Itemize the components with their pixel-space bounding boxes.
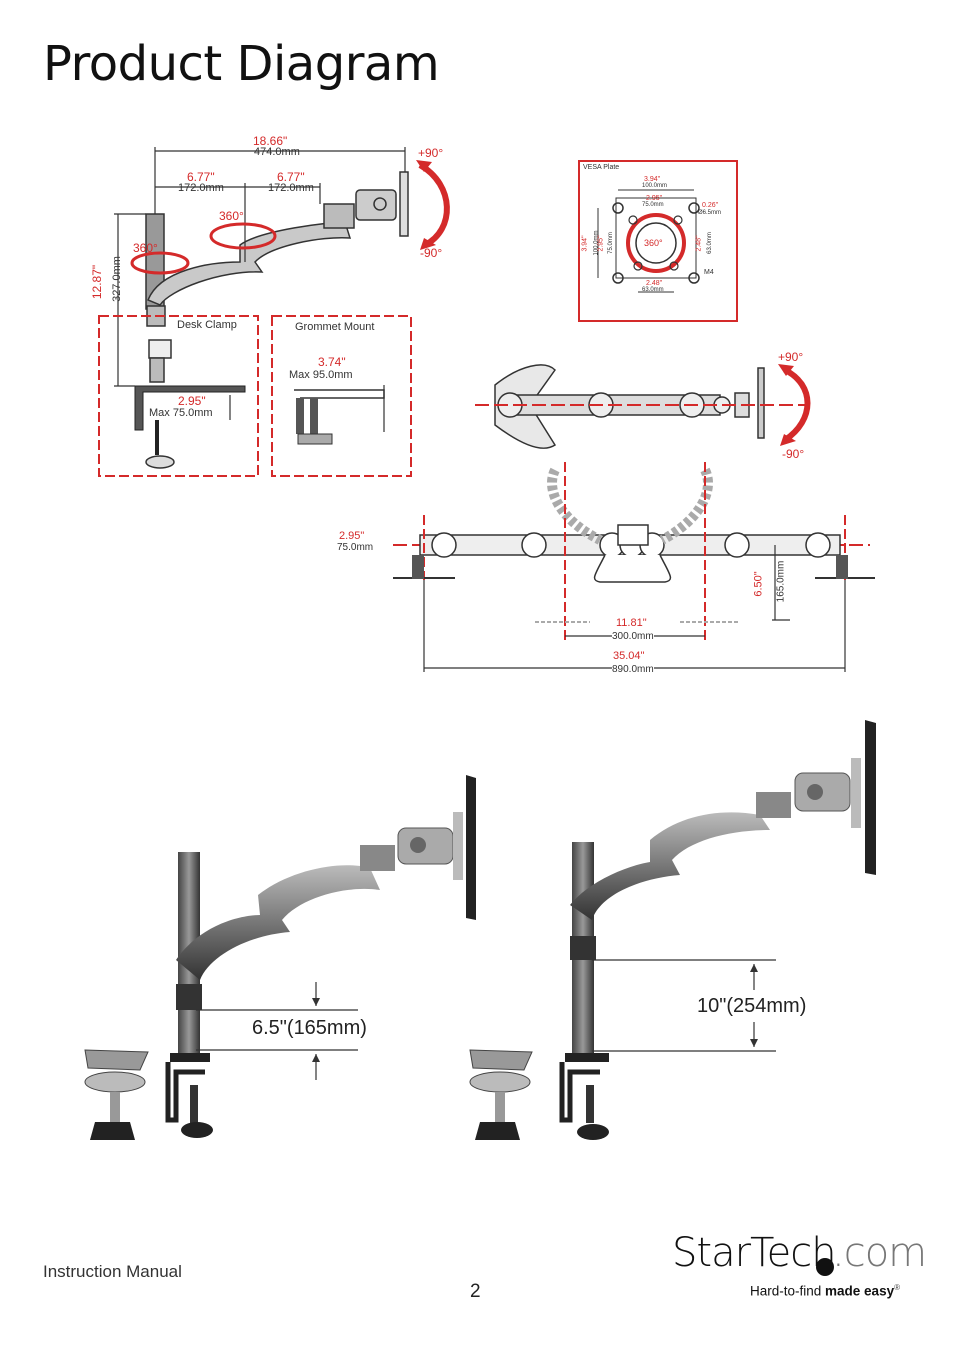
tilt-down-label: -90° bbox=[420, 246, 443, 260]
logo-tagline: Hard-to-find made easy® bbox=[750, 1283, 900, 1299]
logo-tagline-bold: made easy bbox=[825, 1283, 895, 1299]
vesa-plate-drawing bbox=[597, 189, 700, 293]
render-left bbox=[84, 775, 476, 1140]
vesa-inner-in: 2.95" bbox=[646, 195, 663, 202]
dim-arm1-in: 6.77" bbox=[187, 170, 215, 184]
page-number: 2 bbox=[470, 1281, 481, 1302]
topview-depth-in: 6.50" bbox=[752, 571, 765, 597]
grommet-max: Max 95.0mm bbox=[289, 369, 353, 381]
side-tilt-up: +90° bbox=[778, 350, 804, 364]
logo-dot-icon bbox=[816, 1258, 834, 1276]
render-left-height-label: 6.5"(165mm) bbox=[252, 1017, 367, 1039]
vesa-top-in: 3.94" bbox=[644, 176, 661, 183]
desk-clamp-label: Desk Clamp bbox=[177, 319, 237, 331]
desk-clamp-in: 2.95" bbox=[178, 394, 206, 408]
dim-arm1-mm: 172.0mm bbox=[178, 182, 224, 194]
logo-brand: StarTech bbox=[672, 1230, 837, 1276]
topview-clamp-mm: 75.0mm bbox=[337, 542, 374, 553]
desk-clamp-max: Max 75.0mm bbox=[149, 407, 213, 419]
vesa-inner-mm: 75.0mm bbox=[642, 202, 664, 208]
registered-mark: ® bbox=[894, 1283, 900, 1292]
topview-total-in: 35.04" bbox=[613, 650, 645, 662]
render-right-height-label: 10"(254mm) bbox=[697, 995, 807, 1017]
page-title: Product Diagram bbox=[43, 36, 440, 92]
grommet-label: Grommet Mount bbox=[295, 321, 375, 333]
topview-depth-mm: 165.0mm bbox=[775, 560, 787, 603]
vesa-plate-box: VESA Plate 3.94" 100.0mm 2.95" 75.0mm 0.… bbox=[578, 160, 738, 322]
dim-width-mm: 474.0mm bbox=[254, 146, 300, 158]
topview-span-mm: 300.0mm bbox=[612, 631, 654, 642]
render-right bbox=[469, 720, 876, 1140]
vesa-screw: M4 bbox=[704, 269, 714, 276]
dim-arm2-in: 6.77" bbox=[277, 170, 305, 184]
rotation-label-2: 360° bbox=[219, 209, 244, 223]
side-tilt-down: -90° bbox=[782, 447, 805, 461]
grommet-in: 3.74" bbox=[318, 355, 346, 369]
logo-tagline-regular: Hard-to-find bbox=[750, 1283, 826, 1299]
footer-doc-type: Instruction Manual bbox=[43, 1262, 182, 1281]
dim-width-in: 18.66" bbox=[253, 134, 288, 148]
tilt-up-label: +90° bbox=[418, 146, 444, 160]
vesa-top-mm: 100.0mm bbox=[642, 183, 668, 189]
vesa-bottom-in: 2.48" bbox=[646, 280, 663, 287]
topview-span-in: 11.81" bbox=[616, 617, 647, 629]
vesa-label: VESA Plate bbox=[583, 164, 620, 171]
startech-logo: StarTech .com Hard-to-find made easy® bbox=[672, 1230, 927, 1310]
logo-domain: .com bbox=[832, 1230, 927, 1276]
dim-arm2-mm: 172.0mm bbox=[268, 182, 314, 194]
vesa-bottom-mm: 63.0mm bbox=[642, 287, 664, 293]
vesa-hole-in: 0.26" bbox=[702, 202, 719, 209]
vesa-hole-mm: Ø6.5mm bbox=[698, 210, 722, 216]
topview-clamp-in: 2.95" bbox=[339, 530, 365, 542]
rotation-label-1: 360° bbox=[133, 241, 158, 255]
vesa-rotation: 360° bbox=[644, 238, 663, 248]
topview-total-mm: 890.0mm bbox=[612, 664, 654, 675]
